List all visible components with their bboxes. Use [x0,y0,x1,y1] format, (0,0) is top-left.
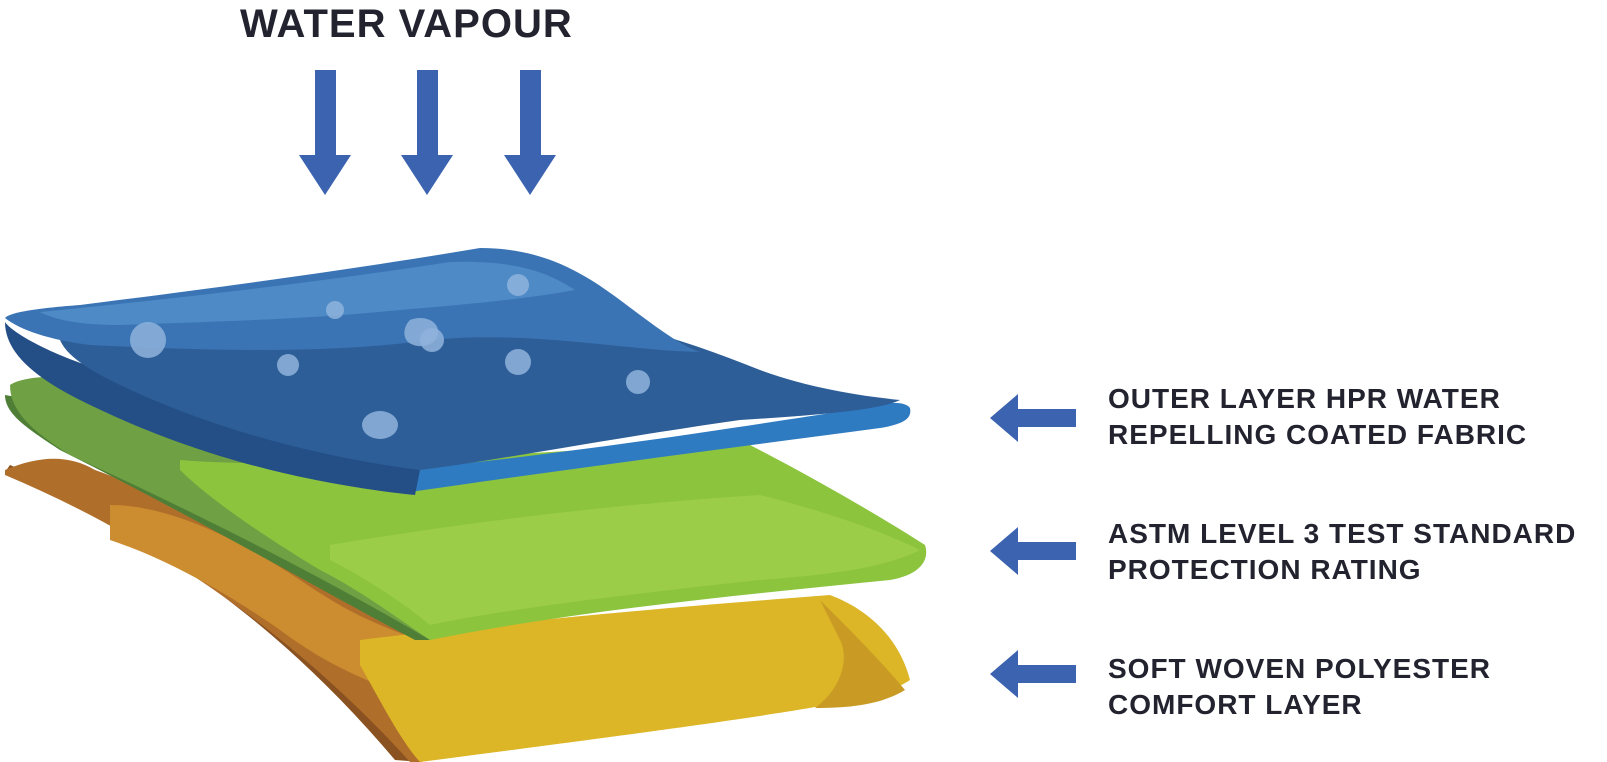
label-middle-layer: ASTM LEVEL 3 TEST STANDARD PROTECTION RA… [1108,516,1576,588]
label-inner-line-1: SOFT WOVEN POLYESTER [1108,653,1492,684]
label-arrows [990,394,1076,698]
label-inner-line-2: COMFORT LAYER [1108,689,1363,720]
label-outer-line-1: OUTER LAYER HPR WATER [1108,383,1501,414]
layer-middle-fabric [5,376,927,640]
vapour-arrow-down-icon [299,70,351,195]
label-3-arrow-left-icon [990,650,1076,698]
water-droplets [130,274,650,439]
vapour-arrow-down-icon [504,70,556,195]
water-vapour-arrows [299,70,556,195]
diagram-title: WATER VAPOUR [240,2,573,46]
label-outer-layer: OUTER LAYER HPR WATER REPELLING COATED F… [1108,381,1527,453]
label-2-arrow-left-icon [990,527,1076,575]
label-inner-layer: SOFT WOVEN POLYESTER COMFORT LAYER [1108,651,1491,723]
vapour-arrow-down-icon [401,70,453,195]
layer-outer-fabric [5,248,911,495]
label-outer-line-2: REPELLING COATED FABRIC [1108,419,1528,450]
label-middle-line-1: ASTM LEVEL 3 TEST STANDARD [1108,518,1577,549]
label-middle-line-2: PROTECTION RATING [1108,554,1422,585]
label-1-arrow-left-icon [990,394,1076,442]
layer-inner-fabric [5,458,910,762]
